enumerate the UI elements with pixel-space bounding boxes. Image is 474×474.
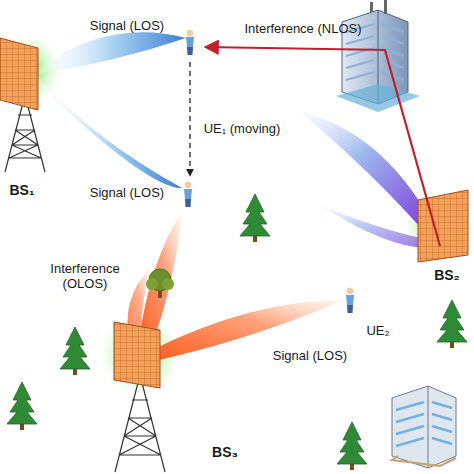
- signal-label: Signal (LOS): [87, 185, 167, 200]
- base-station-label: BS₁: [2, 183, 42, 198]
- user-label: UE₁ (moving): [202, 121, 282, 136]
- interference-label: Interference (OLOS): [30, 261, 140, 291]
- user-label: UE₂: [358, 323, 398, 338]
- base-station-label: BS₂: [427, 268, 467, 283]
- interference-label: Interference (NLOS): [243, 21, 363, 36]
- signal-label: Signal (LOS): [87, 18, 167, 33]
- base-station-label: BS₃: [205, 445, 245, 460]
- signal-label: Signal (LOS): [270, 348, 350, 363]
